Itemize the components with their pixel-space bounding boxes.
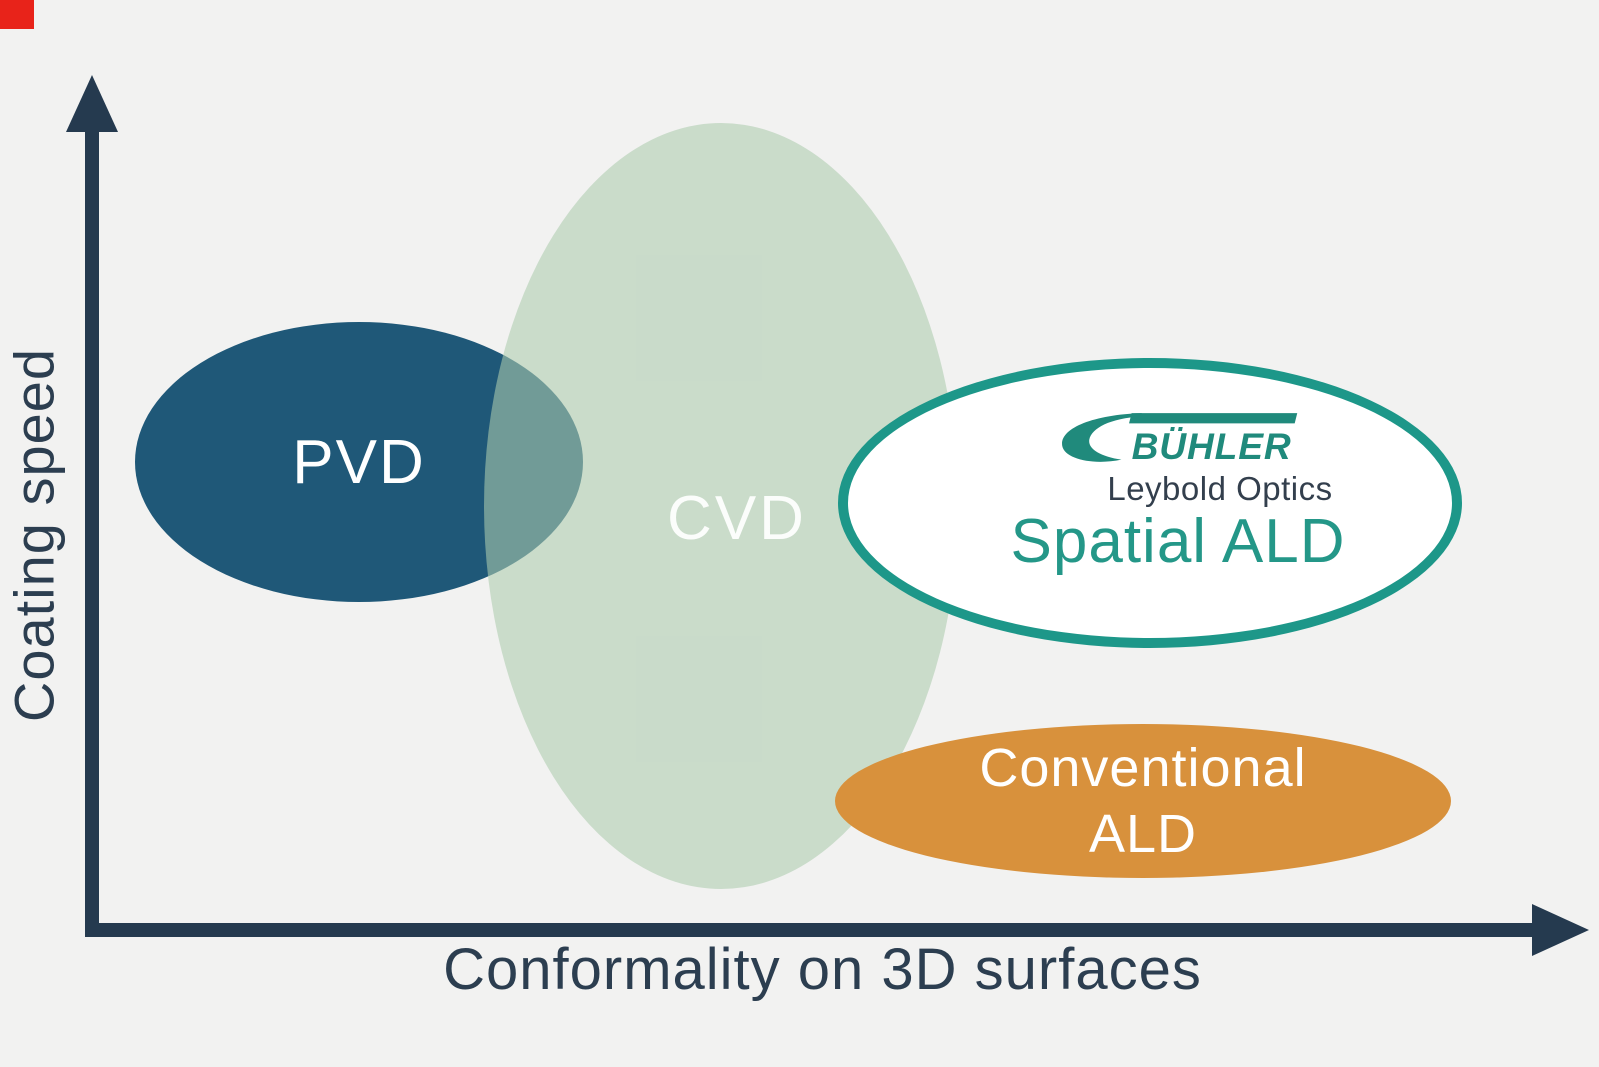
- y-axis-arrowhead-icon: [66, 75, 118, 132]
- x-axis-label: Conformality on 3D surfaces: [443, 937, 1202, 1002]
- spatial-ald-label: Spatial ALD: [1010, 507, 1346, 576]
- y-axis-line: [85, 122, 99, 937]
- x-axis-arrowhead-icon: [1532, 904, 1589, 956]
- leybold-optics-label: Leybold Optics: [1107, 470, 1333, 507]
- pvd-label: PVD: [292, 427, 426, 497]
- conventional-ald-label-line2: ALD: [1088, 804, 1198, 864]
- buhler-logo: BÜHLER: [1062, 413, 1298, 464]
- spatial-ald-ellipse: BÜHLER Leybold Optics Spatial ALD: [838, 358, 1462, 648]
- y-axis-label: Coating speed: [2, 347, 66, 723]
- conventional-ald-ellipse: Conventional ALD: [835, 724, 1451, 878]
- cvd-label: CVD: [667, 483, 807, 553]
- buhler-top-bar: [1129, 413, 1298, 424]
- conventional-ald-label-line1: Conventional: [979, 738, 1307, 798]
- buhler-swoosh-icon: [1062, 413, 1142, 462]
- buhler-wordmark: BÜHLER: [1132, 425, 1292, 464]
- x-axis-line: [85, 923, 1535, 937]
- recording-indicator-square: [0, 0, 34, 29]
